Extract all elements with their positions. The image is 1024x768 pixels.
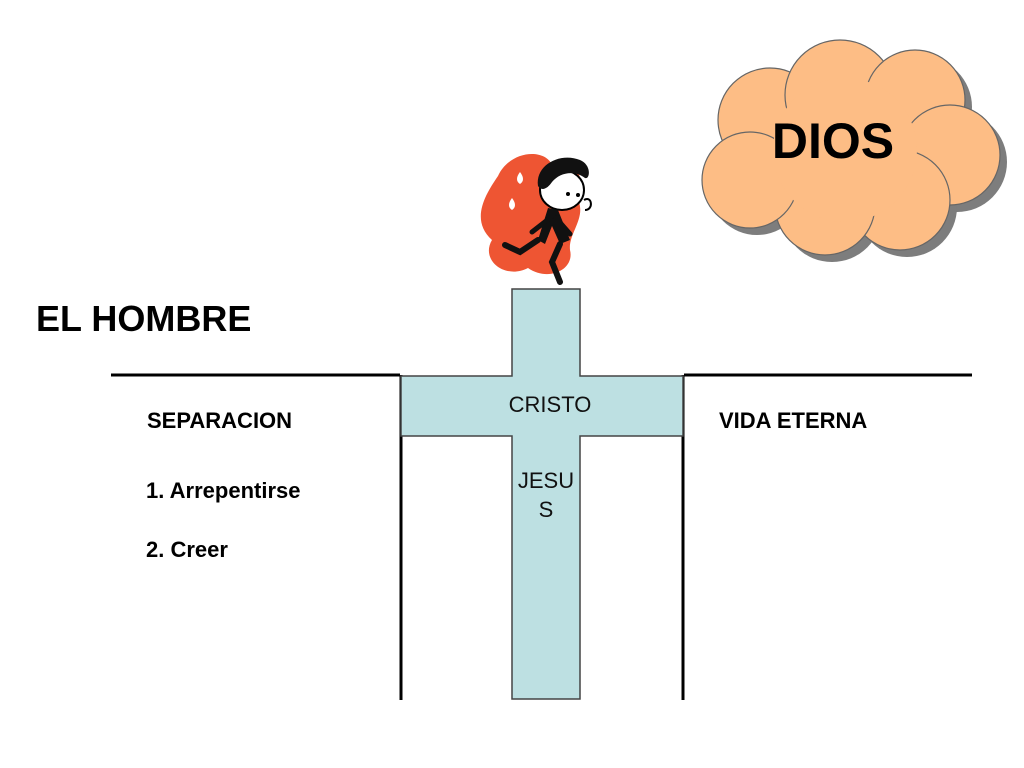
step-item-repent: 1. Arrepentirse [146, 478, 301, 503]
separation-label: SEPARACION [147, 408, 293, 433]
cross-top-label: CRISTO [508, 392, 592, 417]
cloud-core [773, 78, 917, 222]
man-label: EL HOMBRE [36, 298, 252, 339]
step-item-believe: 2. Creer [146, 537, 228, 562]
cross-shape [400, 288, 684, 700]
eternal-life-label: VIDA ETERNA [719, 408, 868, 433]
figure-hair [537, 157, 589, 189]
figure-body [538, 208, 570, 244]
god-label: DIOS [771, 113, 895, 169]
running-man-figure [480, 154, 592, 285]
cloud-body [701, 39, 1001, 256]
cross-vertical-label: JESUS [517, 468, 575, 522]
